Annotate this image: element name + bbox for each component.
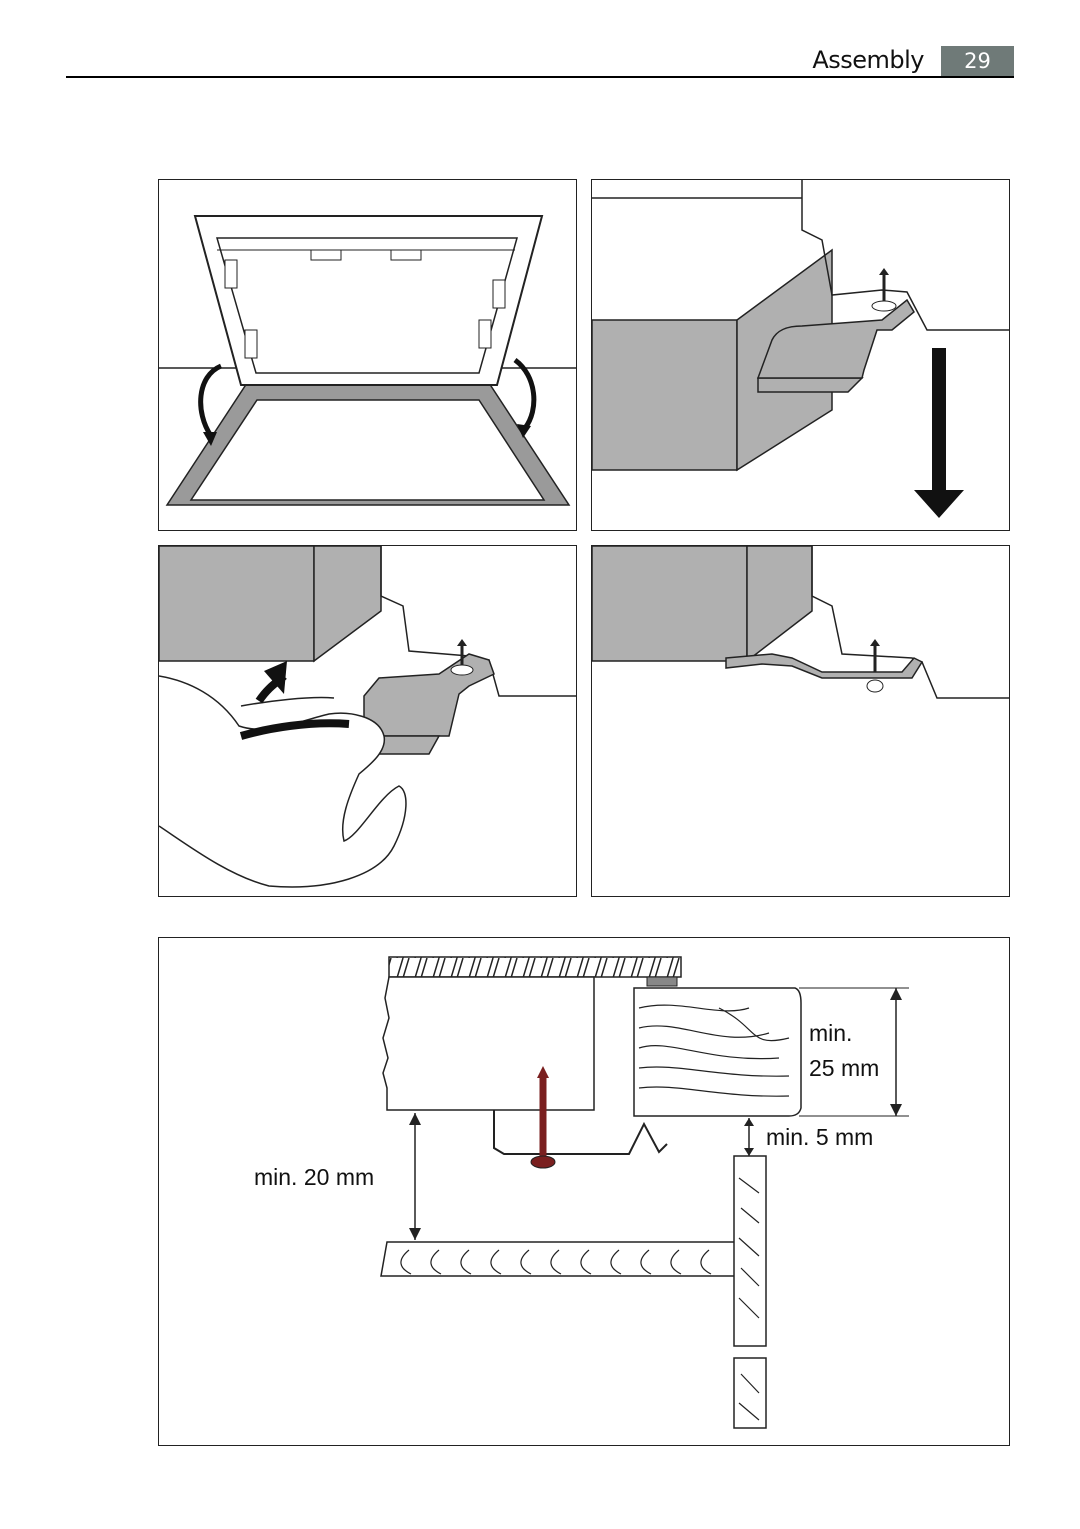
label-min-5mm: min. 5 mm bbox=[766, 1124, 873, 1150]
step-3-panel bbox=[158, 545, 577, 897]
label-min-20mm: min. 20 mm bbox=[254, 1164, 374, 1190]
label-min-25: min. bbox=[809, 1020, 852, 1046]
bracket-lower-illustration bbox=[592, 180, 1009, 518]
step-2-panel bbox=[591, 179, 1010, 531]
hob-insert-illustration bbox=[159, 215, 576, 506]
section-title: Assembly bbox=[812, 46, 924, 74]
step-4-panel bbox=[591, 545, 1010, 897]
dimension-diagram: min. 25 mm min. 5 mm min. 20 mm bbox=[254, 956, 909, 1429]
bracket-fixed-illustration bbox=[592, 546, 1009, 699]
step-1-panel bbox=[158, 179, 577, 531]
page-number: 29 bbox=[941, 46, 1014, 76]
page-header: Assembly 29 bbox=[66, 42, 1014, 78]
bracket-push-illustration bbox=[159, 546, 576, 888]
cross-section-panel: min. 25 mm min. 5 mm min. 20 mm bbox=[158, 937, 1010, 1446]
header-rule bbox=[66, 76, 1014, 78]
label-25mm: 25 mm bbox=[809, 1055, 879, 1081]
